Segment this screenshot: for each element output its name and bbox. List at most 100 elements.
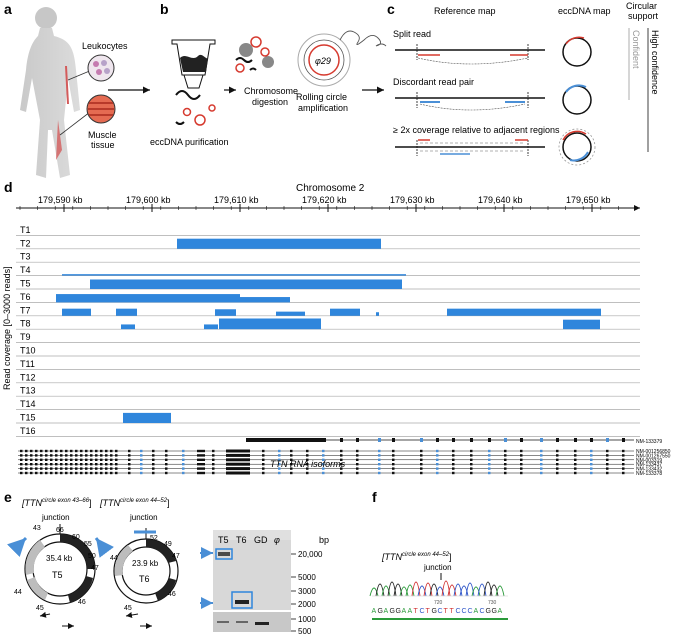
coverage-block: [62, 274, 406, 276]
base-call: G: [378, 608, 383, 615]
coverage-block: [121, 324, 135, 330]
e-label-1: [TTNcircle exon 43–66]: [21, 498, 92, 508]
genome-tick-label: 179,590 kb: [38, 195, 83, 205]
track-label-t4: T4: [20, 265, 31, 275]
base-call: A: [384, 608, 389, 615]
track-label-t9: T9: [20, 332, 31, 342]
isoform-label: NM-001267550: [636, 453, 671, 459]
panel-c-letter: c: [387, 1, 395, 17]
coverage-block: [116, 308, 137, 316]
isoform-label: NM-133378: [636, 471, 662, 477]
track-label-t8: T8: [20, 319, 31, 329]
trace-peak: [405, 584, 415, 597]
isoform-label: NM-133437: [636, 462, 662, 468]
leukocytes-label: Leukocytes: [82, 41, 128, 51]
isoform-label: NM-133432: [636, 467, 662, 473]
eccdna-circles-icon: [175, 90, 216, 126]
t5-exon-60: 60: [72, 534, 80, 541]
t6-exon-47: 47: [172, 553, 180, 560]
trace-peak: [489, 584, 499, 597]
split-read-label: Split read: [393, 29, 431, 39]
trace-peak: [495, 585, 505, 597]
t5-exon-66: 66: [56, 527, 64, 534]
t5-exon-45: 45: [36, 605, 44, 612]
chromatogram: [369, 580, 508, 597]
gel-lane-gd: GD: [254, 535, 268, 545]
panel-d-letter: d: [4, 179, 13, 195]
base-call: C: [462, 608, 467, 615]
eccdna-map-label: eccDNA map: [558, 6, 611, 16]
trace-peak: [435, 586, 445, 597]
trace-peak: [399, 586, 409, 597]
base-call: A: [474, 608, 479, 615]
trace-peak: [459, 585, 469, 597]
circle-t6: 23.9 kb T6 52 49 47 44 45 46: [110, 528, 180, 629]
human-figure-icon: [20, 7, 80, 178]
coverage-block: [276, 311, 305, 316]
rolling-circle-icon: φ29: [297, 30, 387, 87]
genome-tick-label: 179,630 kb: [390, 195, 435, 205]
base-call: T: [450, 608, 455, 615]
trace-peak: [471, 586, 481, 597]
isoform-label: NM-003319: [636, 458, 662, 464]
base-call: G: [390, 608, 395, 615]
track-label-t2: T2: [20, 238, 31, 248]
high-confidence-label: High confidence: [650, 30, 660, 95]
reference-map-label: Reference map: [434, 6, 496, 16]
coverage-block: [240, 297, 290, 303]
track-label-t16: T16: [20, 426, 36, 436]
isoform-label: NM-001256850: [636, 449, 671, 455]
track-label-t14: T14: [20, 399, 36, 409]
e-junction-2: junction: [129, 513, 158, 522]
panel-e-letter: e: [4, 489, 12, 505]
coverage-block: [376, 312, 379, 316]
coverage-block: [56, 294, 240, 303]
genome-tick-label: 179,610 kb: [214, 195, 259, 205]
base-call: C: [480, 608, 485, 615]
coverage-block: [204, 324, 218, 330]
phi29-label: φ29: [315, 56, 331, 66]
gel-image: [200, 516, 291, 632]
base-call: G: [492, 608, 497, 615]
gel-lane-t5: T5: [218, 535, 229, 545]
trace-peak: [477, 583, 487, 597]
trace-peak: [381, 585, 391, 597]
trace-peak: [369, 587, 379, 597]
base-call: G: [396, 608, 401, 615]
gel-lane-t6: T6: [236, 535, 247, 545]
track-label-t3: T3: [20, 252, 31, 262]
trace-peak: [387, 581, 397, 597]
trace-peak: [483, 581, 493, 597]
base-call: A: [408, 608, 413, 615]
panel-d: d Chromosome 2 179,590 kb 179,600 kb 179,6…: [2, 179, 671, 477]
discordant-read-map: [395, 84, 592, 115]
base-call: C: [456, 608, 461, 615]
gel-lane-phi: φ: [274, 535, 280, 545]
trace-peak: [375, 583, 385, 597]
base-call: C: [420, 608, 425, 615]
chromosome-label: Chromosome 2: [296, 183, 365, 194]
t6-name: T6: [139, 574, 150, 584]
bp-marker-label: 5000: [298, 573, 316, 582]
coverage-block: [447, 308, 601, 316]
coverage-block: [219, 318, 321, 330]
trace-peak: [417, 585, 427, 597]
panel-c: c Reference map eccDNA map Circular supp…: [387, 1, 660, 166]
bp-marker-label: 1000: [298, 615, 316, 624]
coverage-ylabel: Read coverage [0–3000 reads]: [2, 266, 12, 390]
panel-b-letter: b: [160, 1, 169, 17]
trace-peak: [447, 584, 457, 597]
f-label: [TTNcircle exon 44–52]: [381, 552, 452, 562]
digestion-icon: [235, 36, 274, 73]
coverage-map: [395, 128, 596, 166]
t6-exon-45: 45: [124, 605, 132, 612]
track-label-t6: T6: [20, 292, 31, 302]
coverage-block: [215, 309, 236, 316]
bp-marker-label: 20,000: [298, 550, 323, 559]
genome-tick-label: 179,600 kb: [126, 195, 171, 205]
panel-b: b eccDNA purification Chromosome digesti…: [150, 1, 387, 147]
track-label-t13: T13: [20, 386, 36, 396]
